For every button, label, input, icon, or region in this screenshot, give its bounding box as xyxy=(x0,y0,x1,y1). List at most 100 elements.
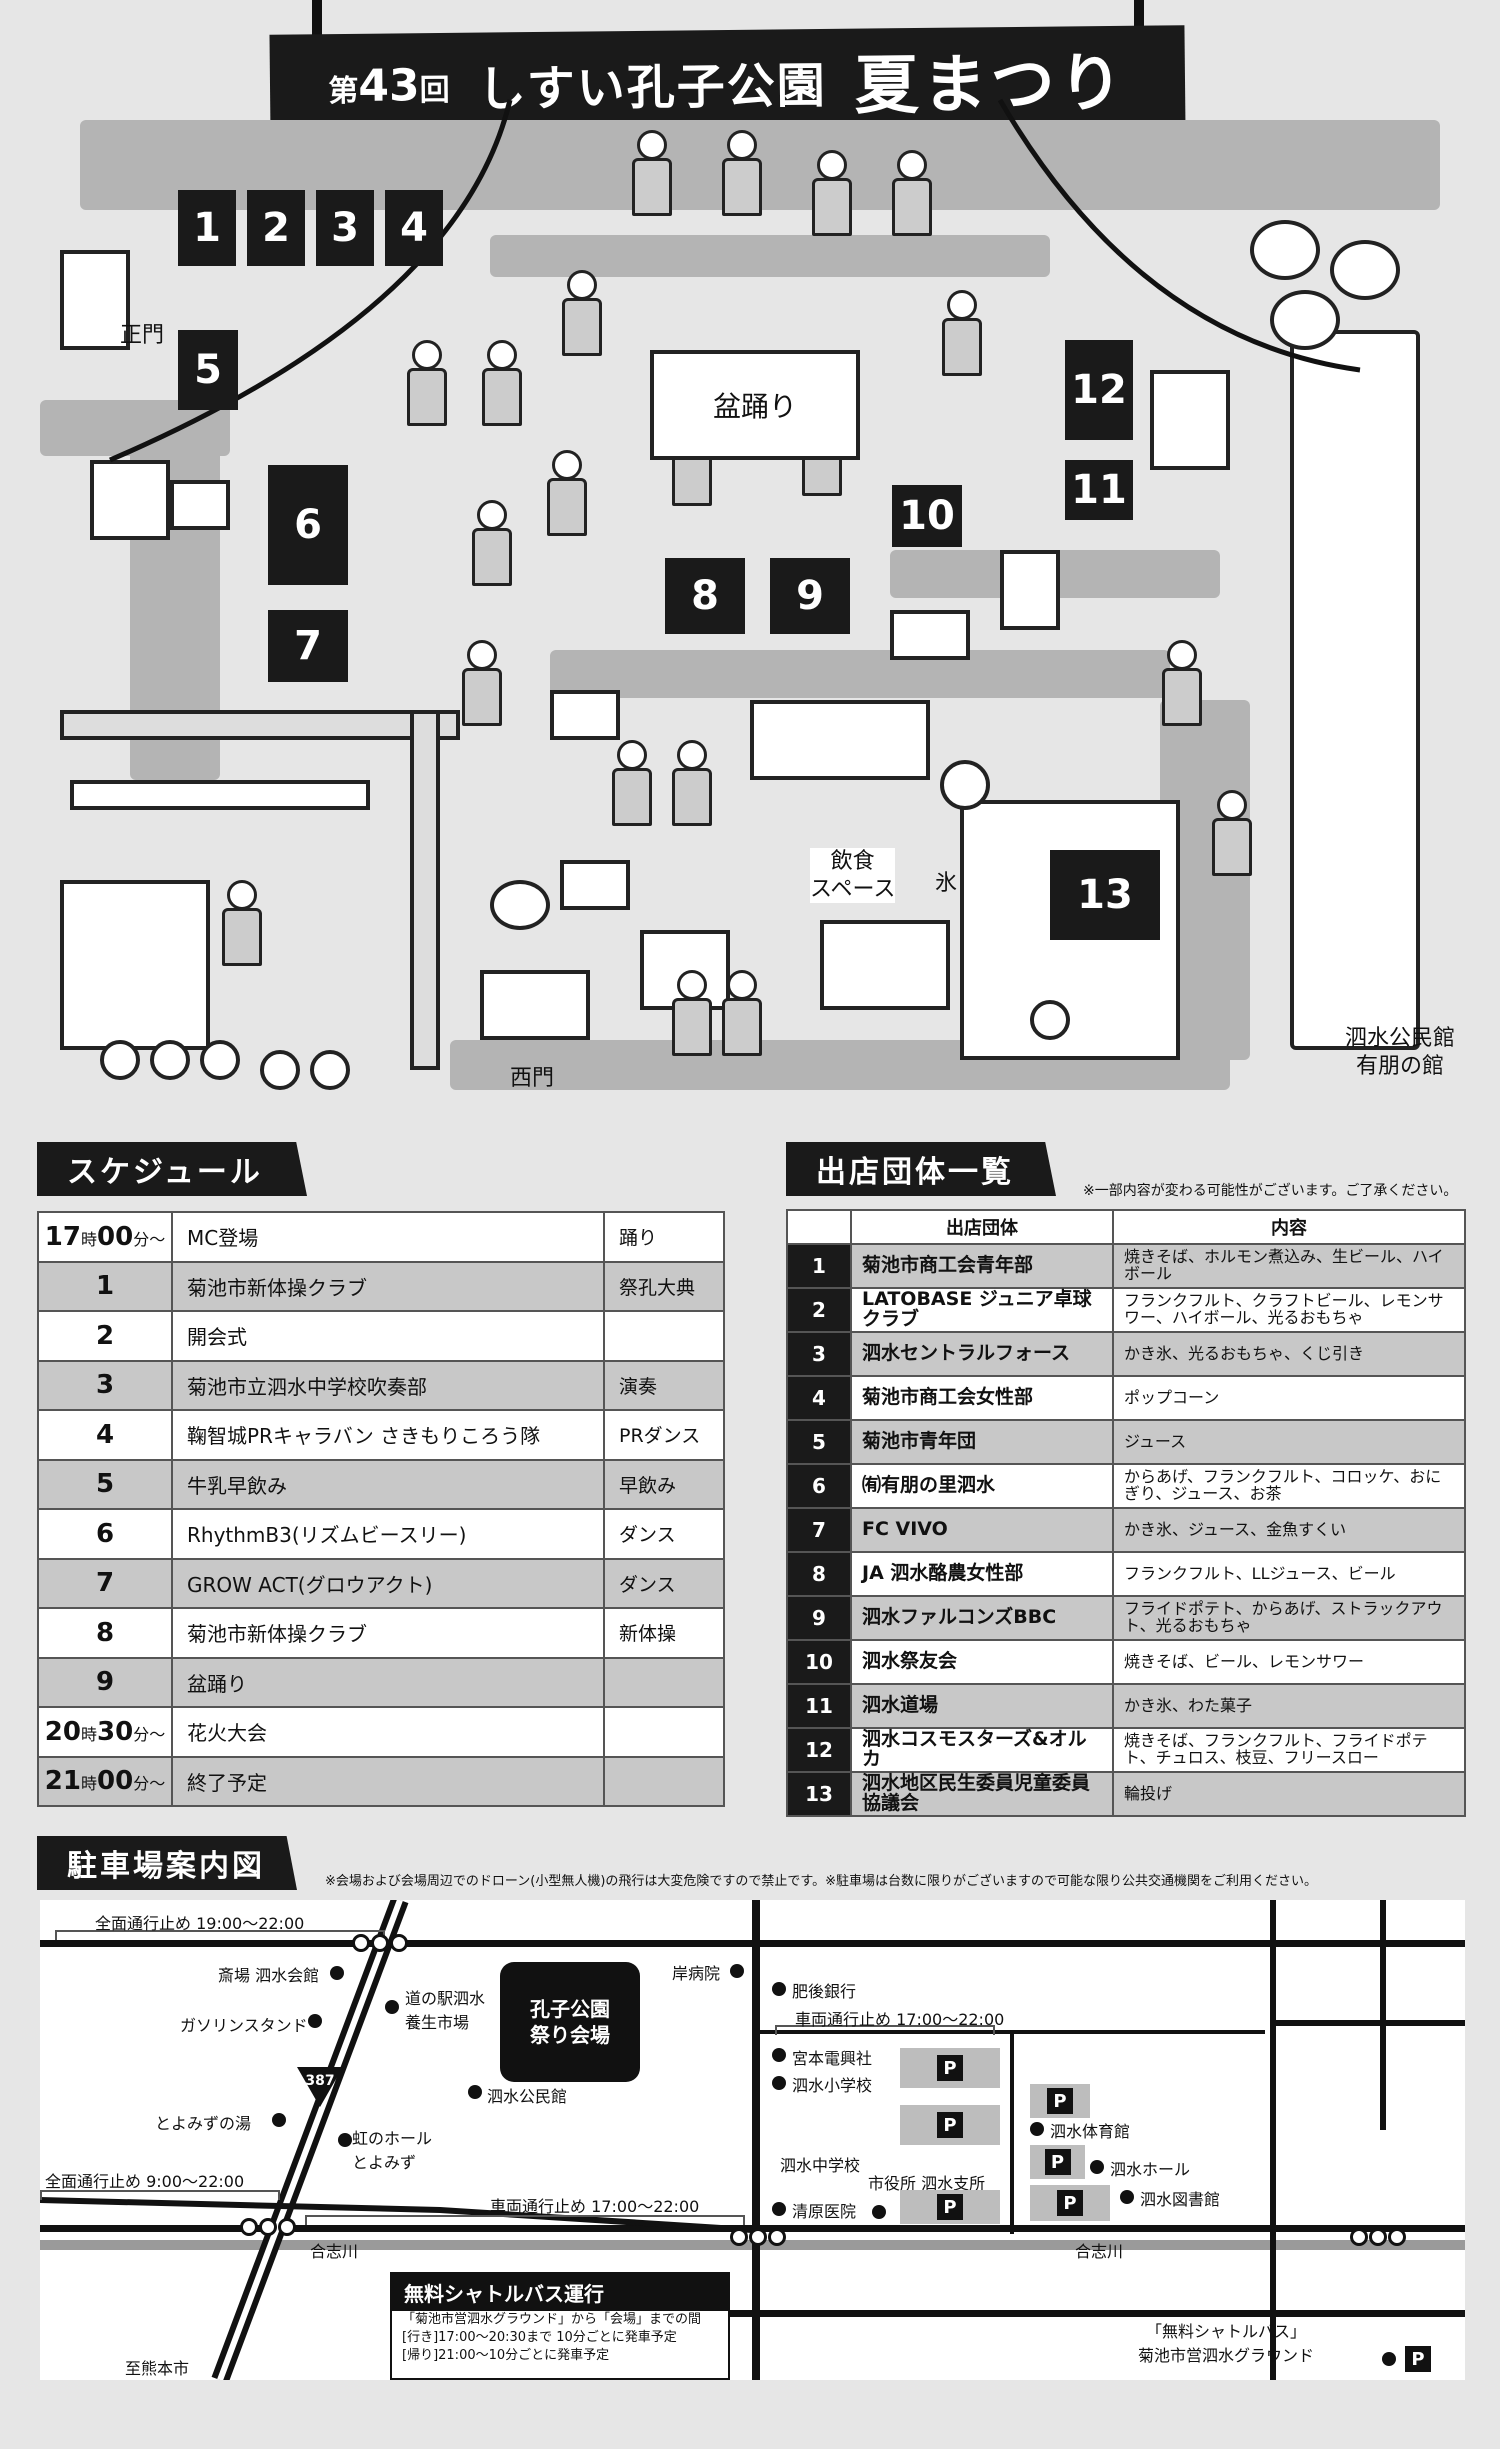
schedule-category: PRダンス xyxy=(603,1409,725,1461)
schedule-category: 祭孔大典 xyxy=(603,1260,725,1312)
schedule-time: 3 xyxy=(37,1359,173,1411)
lantern-string xyxy=(109,98,1361,463)
stall-west xyxy=(170,480,230,530)
shuttle-title: 無料シャトルバス運行 xyxy=(392,2274,728,2311)
vendor-group: 菊池市商工会青年部 xyxy=(850,1243,1114,1289)
tree xyxy=(200,1040,240,1080)
elder-figure xyxy=(670,740,714,830)
road-river-south xyxy=(450,2310,1465,2317)
vendor-items: からあげ、フランクフルト、コロッケ、おにぎり、ジュース、お茶 xyxy=(1112,1463,1466,1509)
visitor-figure xyxy=(480,340,524,430)
main-gate-label: 正門 xyxy=(120,323,165,348)
booth-block-10: 10 xyxy=(892,485,962,547)
place-dot xyxy=(772,2076,786,2090)
road-inner xyxy=(760,2030,1265,2034)
vendor-col-group: 出店団体 xyxy=(850,1209,1114,1245)
vendor-group: 泗水祭友会 xyxy=(850,1639,1114,1685)
vendor-number: 12 xyxy=(786,1727,852,1773)
schedule-category: 早飲み xyxy=(603,1458,725,1510)
child-figure xyxy=(460,640,504,730)
festival-venue-marker: 孔子公園 祭り会場 xyxy=(500,1962,640,2082)
tree xyxy=(490,880,550,930)
schedule-time: 5 xyxy=(37,1458,173,1510)
booth-block-7: 7 xyxy=(268,610,348,682)
tree xyxy=(100,1040,140,1080)
vendor-number: 9 xyxy=(786,1595,852,1641)
child-figure xyxy=(1210,790,1254,880)
tree xyxy=(150,1040,190,1080)
visitor-figure xyxy=(405,340,449,430)
vendor-items: かき氷、わた菓子 xyxy=(1112,1683,1466,1729)
vendor-note: ※一部内容が変わる可能性がございます。ご了承ください。 xyxy=(1083,1183,1458,1199)
child-figure xyxy=(470,500,514,590)
place-dot xyxy=(730,1964,744,1978)
schedule-program: 菊池市新体操クラブ xyxy=(171,1607,605,1659)
vendor-number: 8 xyxy=(786,1551,852,1597)
place-gas: ガソリンスタンド xyxy=(180,2016,308,2035)
kominkan-label: 泗水公民館 有朋の館 xyxy=(1345,1026,1456,1079)
parking-icon: P xyxy=(937,2112,963,2138)
route-shield-icon: 387 xyxy=(297,2067,343,2107)
child-figure xyxy=(670,970,714,1060)
vendor-number: 2 xyxy=(786,1287,852,1333)
schedule-time: 1 xyxy=(37,1260,173,1312)
fence-north xyxy=(60,710,460,740)
shuttle-stop-label: 「無料シャトルバス」 菊池市営泗水グラウンド xyxy=(1138,2322,1315,2365)
closure-right-label: 車両通行止め 17:00～22:00 xyxy=(795,2010,1005,2029)
schedule-category: 新体操 xyxy=(603,1607,725,1659)
vendor-number: 1 xyxy=(786,1243,852,1289)
vendor-group: 泗水コスモスターズ&オルカ xyxy=(850,1727,1114,1773)
tree xyxy=(260,1050,300,1090)
place-dot xyxy=(1382,2352,1396,2366)
schedule-row: 17時00分～MC登場踊り xyxy=(37,1211,725,1263)
place-library: 泗水図書館 xyxy=(1140,2190,1221,2209)
vendor-items: 焼きそば、ホルモン煮込み、生ビール、ハイボール xyxy=(1112,1243,1466,1289)
vendor-items: ジュース xyxy=(1112,1419,1466,1465)
elder-figure xyxy=(610,740,654,830)
place-seihara: 清原医院 xyxy=(792,2202,857,2221)
schedule-program: 鞠智城PRキャラバン さきもりころう隊 xyxy=(171,1409,605,1461)
parking-lot: P xyxy=(900,2048,1000,2088)
schedule-time: 17時00分～ xyxy=(37,1211,173,1263)
tree xyxy=(1330,240,1400,300)
traffic-signal xyxy=(730,2228,786,2246)
vendor-number: 5 xyxy=(786,1419,852,1465)
schedule-program: 終了予定 xyxy=(171,1755,605,1807)
place-dot xyxy=(1120,2190,1134,2204)
vendor-items: フランクフルト、LLジュース、ビール xyxy=(1112,1551,1466,1597)
place-gym: 泗水体育館 xyxy=(1050,2122,1131,2141)
booth-block-5: 5 xyxy=(178,330,238,410)
vendor-number: 3 xyxy=(786,1331,852,1377)
schedule-category: 踊り xyxy=(603,1211,725,1263)
vendor-number: 13 xyxy=(786,1771,852,1817)
shuttle-info-box: 無料シャトルバス運行 「菊池市営泗水グラウンド」から「会場」までの間 [行き]1… xyxy=(390,2272,730,2380)
place-dot xyxy=(772,2202,786,2216)
vendor-group: LATOBASE ジュニア卓球クラブ xyxy=(850,1287,1114,1333)
parking-icon: P xyxy=(937,2055,963,2081)
schedule-program: 開会式 xyxy=(171,1310,605,1362)
vendor-group: ㈲有朋の里泗水 xyxy=(850,1463,1114,1509)
main-gate-structure xyxy=(60,250,130,350)
child-figure xyxy=(560,270,604,360)
child-figure xyxy=(720,970,764,1060)
road-vertical-far-east xyxy=(1380,1900,1386,2130)
booth-block-1: 1 xyxy=(178,190,236,266)
place-saijo: 斎場 泗水会館 xyxy=(218,1966,320,1985)
small-tent xyxy=(820,920,950,1010)
parking-header: 駐車場案内図 xyxy=(37,1836,297,1890)
closure-bracket-mid xyxy=(305,2215,745,2225)
map-road-center xyxy=(550,650,1170,698)
svg-text:387: 387 xyxy=(305,2073,334,2089)
vendor-group: JA 泗水酪農女性部 xyxy=(850,1551,1114,1597)
vendor-items: 焼きそば、フランクフルト、フライドポテト、チュロス、枝豆、フリースロー xyxy=(1112,1727,1466,1773)
vendor-group: 菊池市青年団 xyxy=(850,1419,1114,1465)
place-shiyakusho: 市役所 泗水支所 xyxy=(868,2174,986,2193)
closure-top-label: 全面通行止め 19:00～22:00 xyxy=(95,1914,305,1933)
